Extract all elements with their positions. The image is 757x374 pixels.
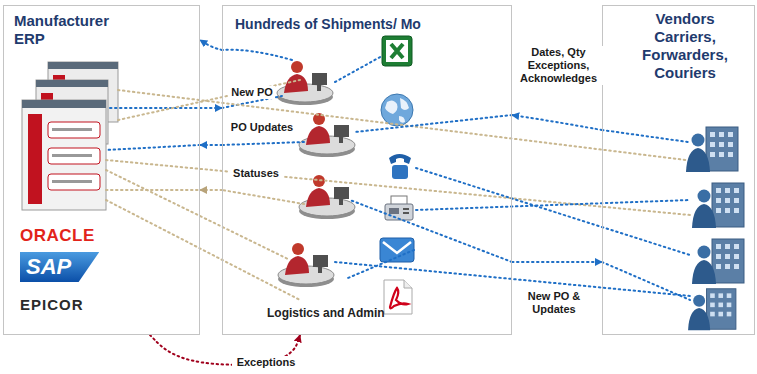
flow-label: Dates, Qty Exceptions, Acknowledges — [514, 46, 603, 85]
role-label: Logistics and Admin — [267, 306, 407, 320]
erp-screens — [22, 62, 118, 210]
fax-icon — [385, 196, 413, 220]
flow-label: Statuses — [228, 167, 284, 180]
flow-connector — [200, 144, 222, 146]
excel-icon — [382, 36, 412, 66]
panel-heading: Vendors Carriers, Forwarders, Couriers — [633, 10, 737, 82]
flow-connector — [200, 40, 222, 50]
panel-heading: Manufacturer ERP — [14, 12, 134, 48]
vendor-figure — [692, 239, 744, 284]
email-icon — [380, 238, 414, 262]
flow-connector — [200, 107, 222, 109]
erp-panel: Manufacturer ERP ORACLE SAP EPICOR — [3, 5, 200, 335]
panel-heading: Hundreds of Shipments/ Mo — [235, 16, 505, 33]
sap-logo: SAP — [20, 252, 99, 282]
flow-label: PO Updates — [228, 121, 296, 134]
vendors-panel: Vendors Carriers, Forwarders, Couriers — [602, 5, 755, 335]
epicor-logo: EPICOR — [20, 296, 84, 313]
desk-figure — [299, 113, 355, 157]
flow-label: Exceptions — [232, 356, 300, 369]
desk-figure — [278, 243, 334, 287]
globe-icon — [381, 94, 413, 126]
flow-label: New PO — [229, 86, 275, 99]
flow-connector — [512, 261, 602, 263]
flow-connector — [200, 189, 222, 191]
vendor-figure — [686, 127, 738, 172]
vendor-figure — [688, 289, 736, 330]
vendor-figure — [692, 183, 744, 228]
phone-icon — [389, 154, 411, 179]
pdf-icon — [384, 280, 412, 314]
flow-label: New PO & Updates — [520, 290, 588, 316]
oracle-logo: ORACLE — [20, 226, 95, 246]
flow-connector — [512, 115, 602, 130]
